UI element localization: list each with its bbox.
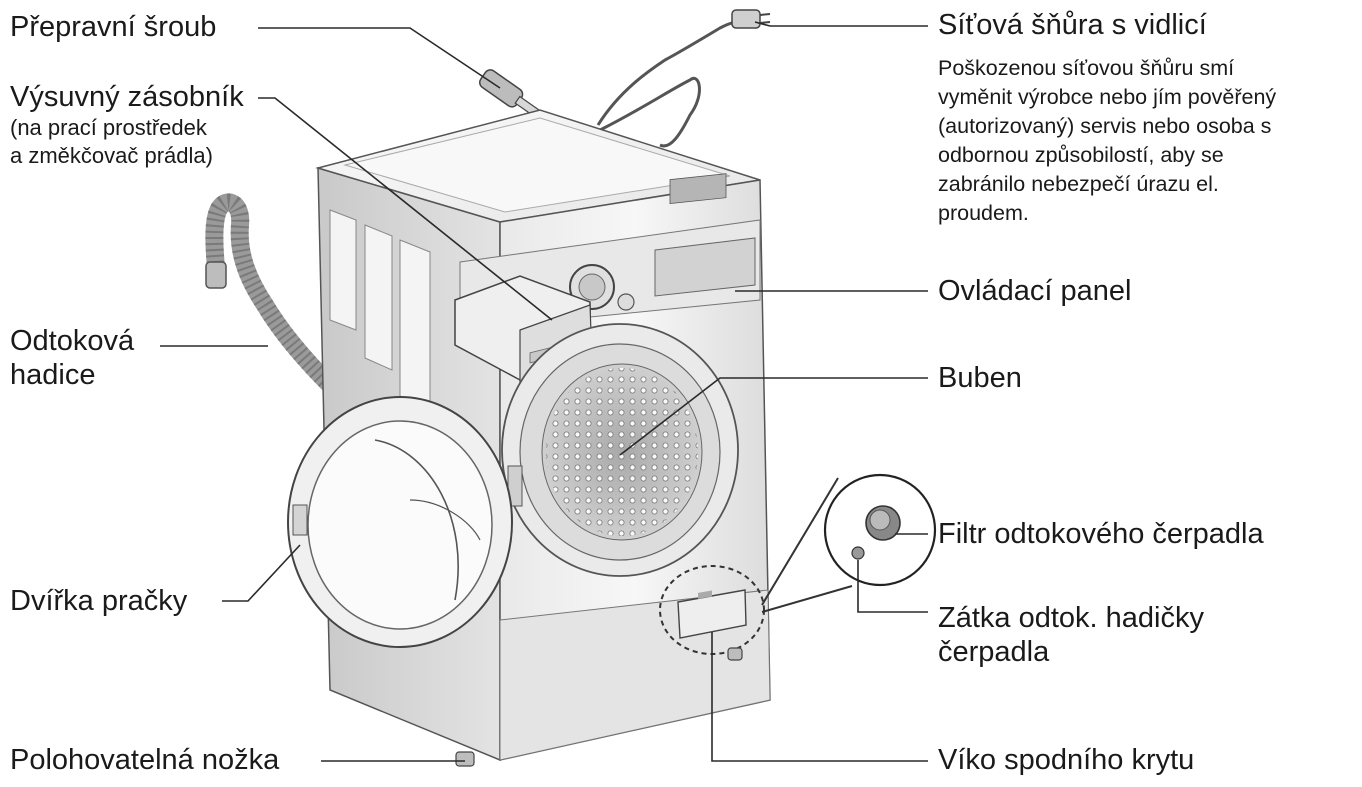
machine-body	[287, 109, 771, 767]
label-drain-hose-line1: Odtoková	[10, 325, 135, 357]
label-transport-bolt: Přepravní šroub	[10, 11, 217, 43]
power-note-line: Poškozenou síťovou šňůru smí	[938, 56, 1235, 80]
zoom-detail	[761, 473, 937, 613]
power-cord-art	[596, 9, 771, 148]
power-note-line: odbornou způsobilostí, aby se	[938, 143, 1224, 167]
label-drain-cap-line1: Zátka odtok. hadičky	[938, 602, 1204, 634]
label-dispenser-drawer-sub1: (na prací prostředek	[10, 115, 207, 140]
label-power-cord: Síťová šňůra s vidlicí	[938, 9, 1207, 41]
label-dispenser-drawer: Výsuvný zásobník	[10, 81, 244, 113]
drain-hose-art	[205, 193, 339, 394]
label-washer-door: Dvířka pračky	[10, 585, 188, 617]
label-control-panel: Ovládací panel	[938, 275, 1132, 307]
label-drum: Buben	[938, 362, 1022, 394]
power-note-line: (autorizovaný) servis nebo osoba s	[938, 114, 1272, 138]
power-note-line: zabránilo nebezpečí úrazu el.	[938, 172, 1219, 196]
label-leveling-foot: Polohovatelná nožka	[10, 744, 280, 776]
label-pump-filter: Filtr odtokového čerpadla	[938, 518, 1264, 550]
power-note-line: vyměnit výrobce nebo jím pověřený	[938, 85, 1277, 109]
label-dispenser-drawer-sub2: a změkčovač prádla)	[10, 143, 213, 168]
power-note-line: proudem.	[938, 201, 1029, 225]
leader-lines	[160, 21, 928, 762]
label-bottom-cover: Víko spodního krytu	[938, 744, 1195, 776]
label-drain-cap-line2: čerpadla	[938, 636, 1050, 668]
label-drain-hose-line2: hadice	[10, 359, 96, 391]
power-cord-note: Poškozenou síťovou šňůru smí vyměnit výr…	[938, 54, 1276, 228]
